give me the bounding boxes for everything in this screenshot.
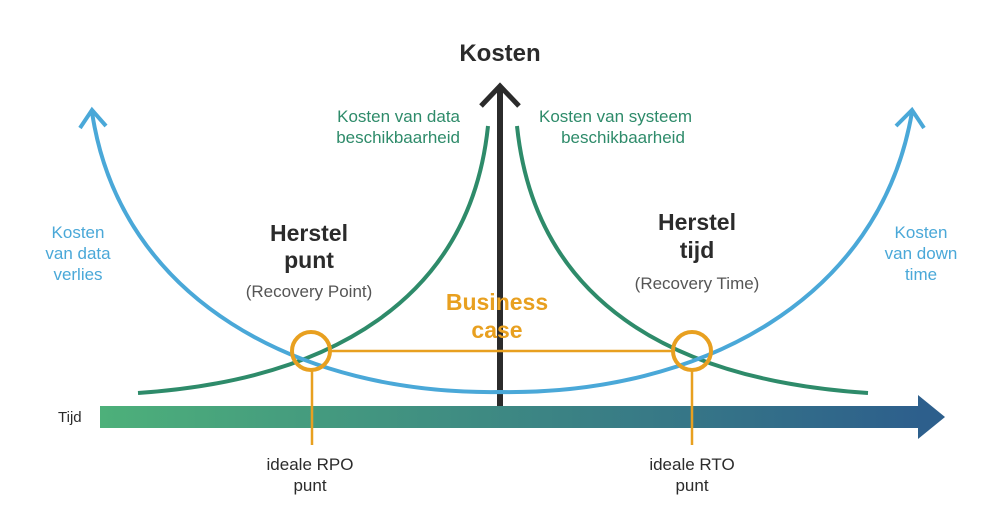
ideal-rto-label-line2: punt [675,476,708,495]
system-availability-cost-curve [515,125,869,395]
system-cost-label-line1: Kosten van systeem [539,107,692,126]
loss-label-line2: van data [45,244,111,263]
downtime-label-line3: time [905,265,937,284]
rto-intersection-circle [671,330,713,372]
loss-label-line3: verlies [53,265,102,284]
recovery-point-subtitle: (Recovery Point) [246,282,373,301]
recovery-time-title-line2: tijd [680,237,715,263]
ideal-rpo-label-line1: ideale RPO [267,455,354,474]
cost-axis [479,82,521,406]
business-case-label-line2: case [471,317,522,343]
recovery-time-title-line1: Herstel [658,209,736,235]
recovery-time-subtitle: (Recovery Time) [635,274,760,293]
data-availability-cost-curve [137,125,490,395]
cost-axis-title: Kosten [459,40,540,67]
recovery-point-title-line2: punt [284,247,334,273]
time-axis-arrowhead [918,395,945,439]
cost-axis-arrowhead [479,82,521,108]
downtime-label-line2: van down [885,244,958,263]
loss-downtime-cost-curve [90,111,914,395]
ideal-rpo-label-line2: punt [293,476,326,495]
recovery-point-title-line1: Herstel [270,220,348,246]
data-cost-label-line1: Kosten van data [337,107,460,126]
time-axis [100,395,945,439]
time-axis-bar [100,406,920,428]
loss-label-line1: Kosten [52,223,105,242]
downtime-label-line1: Kosten [895,223,948,242]
rpo-intersection-circle [290,330,332,372]
loss-curve-arrowhead [78,106,108,130]
business-case-label-line1: Business [446,289,548,315]
system-cost-label-line2: beschikbaarheid [561,128,685,147]
business-case-markers [290,330,713,445]
time-axis-label: Tijd [58,409,82,426]
data-cost-label-line2: beschikbaarheid [336,128,460,147]
ideal-rto-label-line1: ideale RTO [649,455,734,474]
downtime-curve-arrowhead [894,106,926,130]
